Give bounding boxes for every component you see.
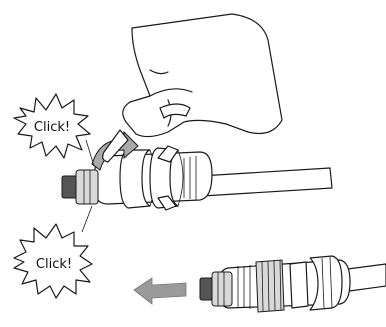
top-connector-illustration	[61, 13, 333, 211]
click-label-top: Click!	[34, 120, 70, 135]
callout-pointers	[81, 139, 95, 233]
connector-nose-bottom	[199, 265, 251, 309]
connector-nose-top	[61, 169, 99, 205]
push-direction-arrow	[133, 277, 187, 305]
cable-top	[199, 167, 333, 197]
click-callout-bottom: Click!	[13, 223, 93, 299]
connector-body-bottom	[217, 255, 351, 313]
connector-body-top	[94, 145, 213, 211]
click-callout-top: Click!	[13, 93, 91, 159]
click-label-bottom: Click!	[36, 257, 72, 272]
hand	[102, 13, 283, 163]
bottom-connector-illustration	[133, 255, 386, 313]
